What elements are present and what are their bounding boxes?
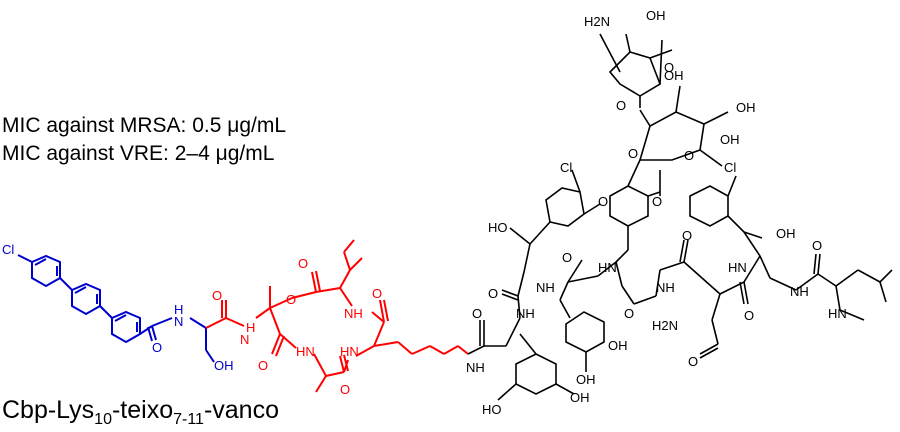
compound-name-part: -vanco	[203, 396, 279, 424]
vanco-atom-labels: H2N OH O O OH OH OH O O Cl Cl O O HO OH …	[466, 8, 847, 417]
atom-ho: HO	[482, 402, 502, 417]
atom-o: O	[488, 286, 498, 301]
atom-h2n: H2N	[652, 318, 678, 333]
atom-o: O	[616, 98, 626, 113]
atom-oh: OH	[664, 68, 684, 83]
atom-o: O	[684, 148, 694, 163]
atom-hn: HN	[340, 344, 359, 359]
cbp-fragment	[17, 254, 215, 363]
atom-hn: HN	[598, 260, 617, 275]
cbp-atom-labels: Cl O H N OH	[2, 242, 234, 373]
atom-o: O	[664, 60, 674, 75]
compound-name: Cbp-Lys10-teixo7-11-vanco	[2, 396, 279, 429]
atom-hn: HN	[296, 344, 315, 359]
atom-o: O	[598, 194, 608, 209]
atom-o: O	[286, 292, 296, 307]
atom-o: O	[152, 340, 162, 355]
mic-mrsa-label: MIC against MRSA: 0.5 μg/mL	[2, 114, 287, 137]
atom-cl: Cl	[724, 160, 736, 175]
atom-h: H	[246, 320, 255, 335]
atom-oh: OH	[736, 100, 756, 115]
atom-ho: HO	[488, 220, 508, 235]
atom-o: O	[562, 250, 572, 265]
atom-cl: Cl	[2, 242, 14, 257]
teixo-atom-labels: H N O O O NH O O HN HN O	[212, 256, 382, 397]
atom-nh: NH	[344, 306, 363, 321]
compound-name-part: -teixo	[111, 396, 174, 424]
vanco-fragment	[467, 33, 893, 401]
atom-oh: OH	[776, 226, 796, 241]
atom-o: O	[212, 288, 222, 303]
atom-nh: NH	[536, 280, 555, 295]
atom-oh: OH	[576, 372, 596, 387]
atom-h2n: H2N	[584, 14, 610, 29]
atom-o: O	[682, 228, 692, 243]
atom-o: O	[372, 286, 382, 301]
atom-cl: Cl	[560, 160, 572, 175]
atom-oh: OH	[570, 390, 590, 405]
atom-o: O	[812, 238, 822, 253]
atom-n: N	[174, 314, 183, 329]
atom-o: O	[652, 194, 662, 209]
atom-o: O	[624, 306, 634, 321]
atom-o: O	[744, 308, 754, 323]
atom-o: O	[258, 358, 268, 373]
compound-name-part: Cbp-Lys	[2, 396, 95, 424]
atom-hn: HN	[728, 260, 747, 275]
atom-o: O	[472, 306, 482, 321]
atom-nh: NH	[656, 280, 675, 295]
atom-o: O	[628, 146, 638, 161]
teixo-fragment	[205, 239, 469, 393]
mic-vre-label: MIC against VRE: 2–4 μg/mL	[2, 142, 275, 165]
atom-hn: HN	[828, 306, 847, 321]
atom-nh: NH	[790, 284, 809, 299]
atom-oh: OH	[720, 132, 740, 147]
atom-o: O	[340, 382, 350, 397]
atom-h: H	[174, 302, 183, 317]
atom-o: O	[298, 256, 308, 271]
compound-name-subscript: 10	[94, 411, 112, 428]
atom-nh: NH	[516, 306, 535, 321]
atom-nh: NH	[466, 360, 485, 375]
atom-oh: OH	[646, 8, 666, 23]
atom-n: N	[240, 332, 249, 347]
atom-oh: OH	[608, 338, 628, 353]
atom-o: O	[688, 354, 698, 369]
atom-oh: OH	[214, 358, 234, 373]
compound-name-subscript: 7-11	[173, 411, 204, 428]
